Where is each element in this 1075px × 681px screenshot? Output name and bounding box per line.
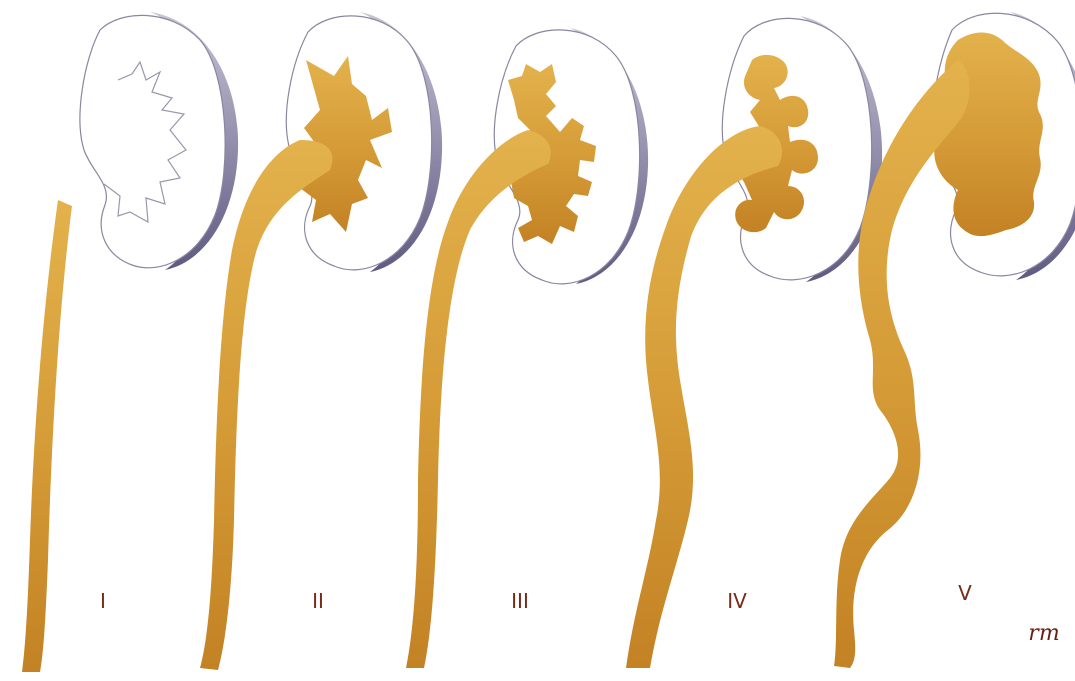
artist-signature: rm bbox=[1028, 621, 1059, 646]
grade-label-3: III bbox=[511, 589, 529, 613]
renal-pelvis bbox=[934, 33, 1043, 237]
kidney-grade-3 bbox=[406, 28, 648, 668]
kidney-grade-2 bbox=[200, 12, 442, 670]
grade-label-4: IV bbox=[727, 589, 747, 613]
kidney-grade-1 bbox=[22, 12, 238, 672]
grade-label-5: V bbox=[958, 581, 972, 605]
ureter bbox=[22, 200, 72, 672]
kidney-outline bbox=[80, 15, 225, 267]
grade-label-1: I bbox=[100, 589, 106, 613]
grade-label-2: II bbox=[312, 589, 324, 613]
